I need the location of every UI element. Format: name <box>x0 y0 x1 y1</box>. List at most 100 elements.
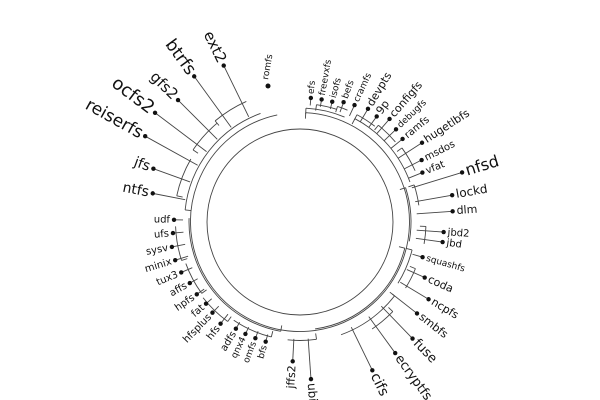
branch-spoke <box>388 307 394 312</box>
branch-arc <box>185 263 203 294</box>
branch-spoke <box>315 104 317 111</box>
branch-arc <box>371 311 394 330</box>
leaf-branch <box>153 168 191 183</box>
leaf-label: lockd <box>455 182 489 201</box>
branch-arc <box>401 147 416 171</box>
leaf-dot <box>330 99 335 104</box>
leaf-branch <box>175 255 189 261</box>
leaf-branch <box>359 108 369 122</box>
leaf-dot <box>393 127 399 132</box>
leaf-dot <box>210 310 215 315</box>
leaf-dot <box>420 170 425 175</box>
leaf-label: nfsd <box>463 151 501 179</box>
root-node-label: romfs <box>261 53 275 80</box>
root-layer: romfs <box>261 53 275 89</box>
branch-arc <box>356 114 376 127</box>
branch-arc <box>175 226 183 261</box>
leaf-dot <box>308 376 314 382</box>
leaf-dot <box>374 114 379 119</box>
leaf-dot <box>179 270 184 275</box>
branch-spoke <box>353 114 358 121</box>
leaf-branch <box>416 210 453 215</box>
leaf-branch <box>368 116 378 128</box>
branch-spoke <box>214 120 220 126</box>
leaf-branch <box>390 138 403 149</box>
leaf-dot <box>221 63 226 68</box>
branch-spoke <box>408 184 415 188</box>
leaf-label: ufs <box>154 228 170 240</box>
leaf-dot <box>370 368 375 373</box>
leaf-dot <box>400 136 405 142</box>
leaf-dot <box>169 244 175 250</box>
branch-spoke <box>398 246 405 249</box>
leaf-dot <box>175 97 181 103</box>
leaf-dot <box>171 217 177 223</box>
leaf-dot <box>253 336 258 341</box>
leaf-dot <box>187 280 192 286</box>
leaf-dot <box>426 297 431 302</box>
leaf-branch <box>416 229 444 233</box>
leaf-dot <box>152 110 158 115</box>
root-node-dot <box>265 83 271 89</box>
leaf-label: coda <box>426 273 456 296</box>
leaf-dot <box>151 166 156 171</box>
leaf-dot <box>319 97 324 102</box>
leaf-branch <box>292 338 295 362</box>
trunk-ring <box>206 128 394 316</box>
leaf-dot <box>414 311 420 316</box>
branch-spoke <box>192 149 199 154</box>
branch-spoke <box>270 331 274 338</box>
leaf-branch <box>144 135 198 166</box>
leaf-branch <box>177 99 218 140</box>
branch-arc <box>287 338 317 341</box>
branch-arc <box>397 249 413 284</box>
leaf-dot <box>150 191 155 196</box>
branch-spoke <box>406 248 413 251</box>
leaf-branch <box>397 142 423 159</box>
leaf-dot <box>243 331 248 337</box>
leaf-label: jbd2 <box>446 227 470 240</box>
leaf-dot <box>387 116 392 122</box>
branch-arc <box>176 158 192 196</box>
leaf-dot <box>341 99 346 105</box>
leaf-branch <box>193 76 232 128</box>
leaf-dot <box>194 292 199 297</box>
leaf-branch <box>350 326 373 371</box>
link-layer <box>144 65 463 380</box>
leaf-dot <box>218 321 223 326</box>
leaf-dot <box>393 350 398 356</box>
leaf-branch <box>307 338 312 380</box>
leaf-label: hfs <box>205 324 223 343</box>
branch-spoke <box>227 316 232 322</box>
branch-arc <box>337 106 348 111</box>
leaf-branch <box>383 128 397 142</box>
leaf-dot <box>410 336 415 341</box>
branch-arc <box>423 226 427 244</box>
leaf-dot <box>365 106 371 112</box>
branch-arc <box>316 104 337 110</box>
leaf-label: ext2 <box>200 28 231 66</box>
leaf-branch <box>411 172 463 189</box>
leaf-dot <box>173 257 178 263</box>
leaf-dot <box>308 95 314 101</box>
leaf-branch <box>154 112 207 152</box>
leaf-dot <box>170 230 176 236</box>
branch-arc <box>314 248 406 330</box>
branch-spoke <box>185 209 192 212</box>
branch-arc <box>340 295 395 336</box>
leaf-dot <box>233 326 239 331</box>
branch-spoke <box>399 187 406 190</box>
branch-arc <box>405 187 412 242</box>
leaf-label: ntfs <box>121 180 150 201</box>
branch-arc <box>378 124 396 143</box>
leaf-dot <box>203 301 209 306</box>
leaf-dot <box>419 157 424 163</box>
leaf-dot <box>449 192 455 198</box>
branch-arc <box>190 112 410 332</box>
leaf-branch <box>408 172 423 179</box>
branch-spoke <box>315 333 317 340</box>
leaf-dot <box>441 229 446 235</box>
leaf-dot <box>263 339 268 344</box>
branch-arc <box>305 107 345 118</box>
